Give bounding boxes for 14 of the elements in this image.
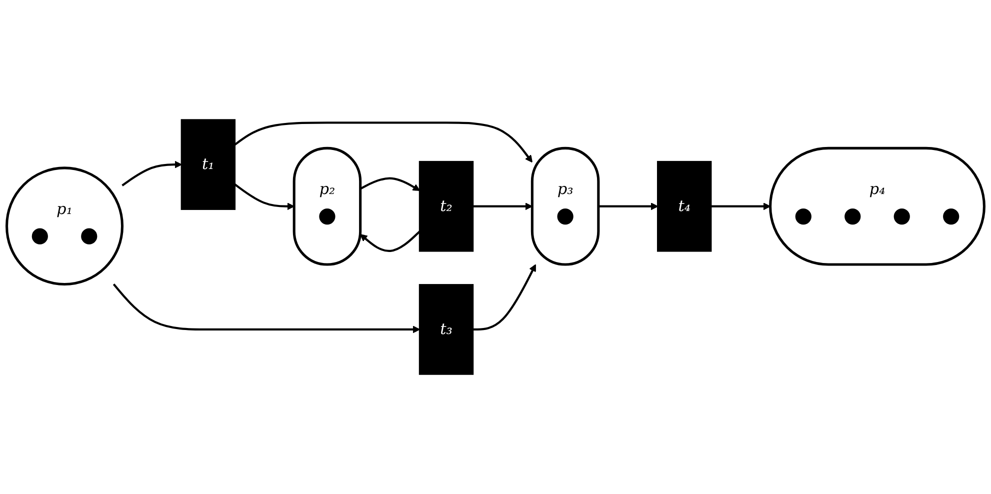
arrow: [234, 122, 533, 163]
transition-bar: t₄: [656, 160, 712, 252]
arrow: [472, 202, 533, 210]
arrow: [472, 264, 536, 330]
arrow: [360, 177, 420, 191]
arrow: [234, 183, 294, 210]
arrow: [598, 202, 658, 210]
arrow: [360, 230, 420, 252]
arrow: [112, 284, 420, 334]
arrow: [710, 202, 771, 210]
transition-bar: t₁: [180, 119, 236, 210]
transition-bar: t₃: [418, 284, 474, 375]
arrow: [122, 160, 182, 186]
transition-bar: t₂: [418, 160, 474, 252]
